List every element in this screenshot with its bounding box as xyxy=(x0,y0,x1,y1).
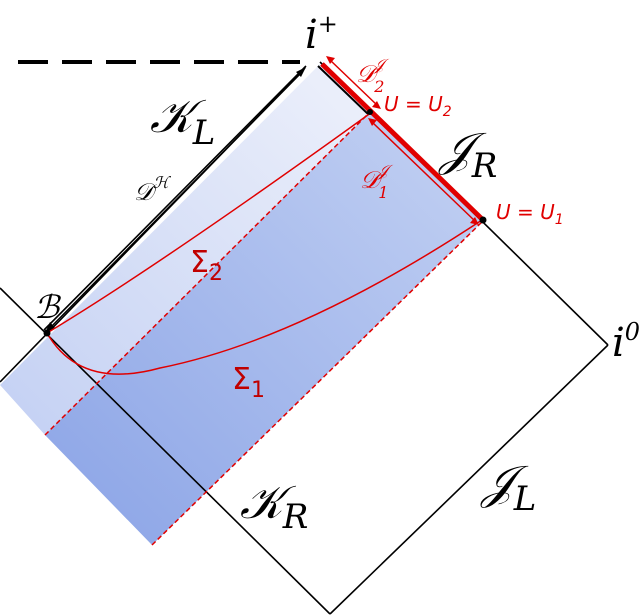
red-dashed-inner-line xyxy=(44,111,371,436)
scri-red-segment xyxy=(320,62,484,221)
J-R-label: 𝒥R xyxy=(438,122,497,186)
H-L-label: 𝒦L xyxy=(150,89,215,153)
shaded-region-main xyxy=(45,112,484,545)
point-B xyxy=(43,329,51,337)
i-plus-label: i+ xyxy=(305,10,338,58)
D1J-arrowhead-top xyxy=(368,118,377,126)
scri-L-line xyxy=(329,344,609,615)
red-dashed-outer-line xyxy=(151,219,485,546)
D2J-arrowhead-top xyxy=(326,56,335,64)
scri-black-segment xyxy=(317,65,369,115)
D2J-arrowhead-bottom xyxy=(372,101,381,109)
B-label: ℬ xyxy=(34,288,62,326)
U2-label: U = U2 xyxy=(384,92,452,120)
sigma-1-label: Σ1 xyxy=(232,362,265,403)
D1J-arrowhead-bottom xyxy=(470,217,479,225)
sigma-2-label: Σ2 xyxy=(190,245,223,286)
D-H-label: 𝒟ℋ xyxy=(134,173,171,206)
D1J-arrow-line xyxy=(371,121,477,223)
D-H-arrowhead-top xyxy=(296,67,306,77)
point-U2 xyxy=(367,109,373,115)
shaded-region-light xyxy=(0,64,370,435)
J-L-label: 𝒥L xyxy=(480,455,536,519)
H-R-label: 𝒦R xyxy=(240,475,308,537)
sigma-2-curve xyxy=(46,111,373,334)
i-zero-label: i0 xyxy=(612,318,640,366)
point-U1 xyxy=(479,216,487,224)
U1-label: U = U1 xyxy=(496,200,564,228)
sigma-1-curve xyxy=(46,219,483,375)
D2J-arrow-line xyxy=(329,59,379,107)
horizon-H-L-inner-line xyxy=(43,65,307,331)
horizon-H-R-line xyxy=(0,287,331,615)
D-H-arrow-line xyxy=(49,71,303,329)
